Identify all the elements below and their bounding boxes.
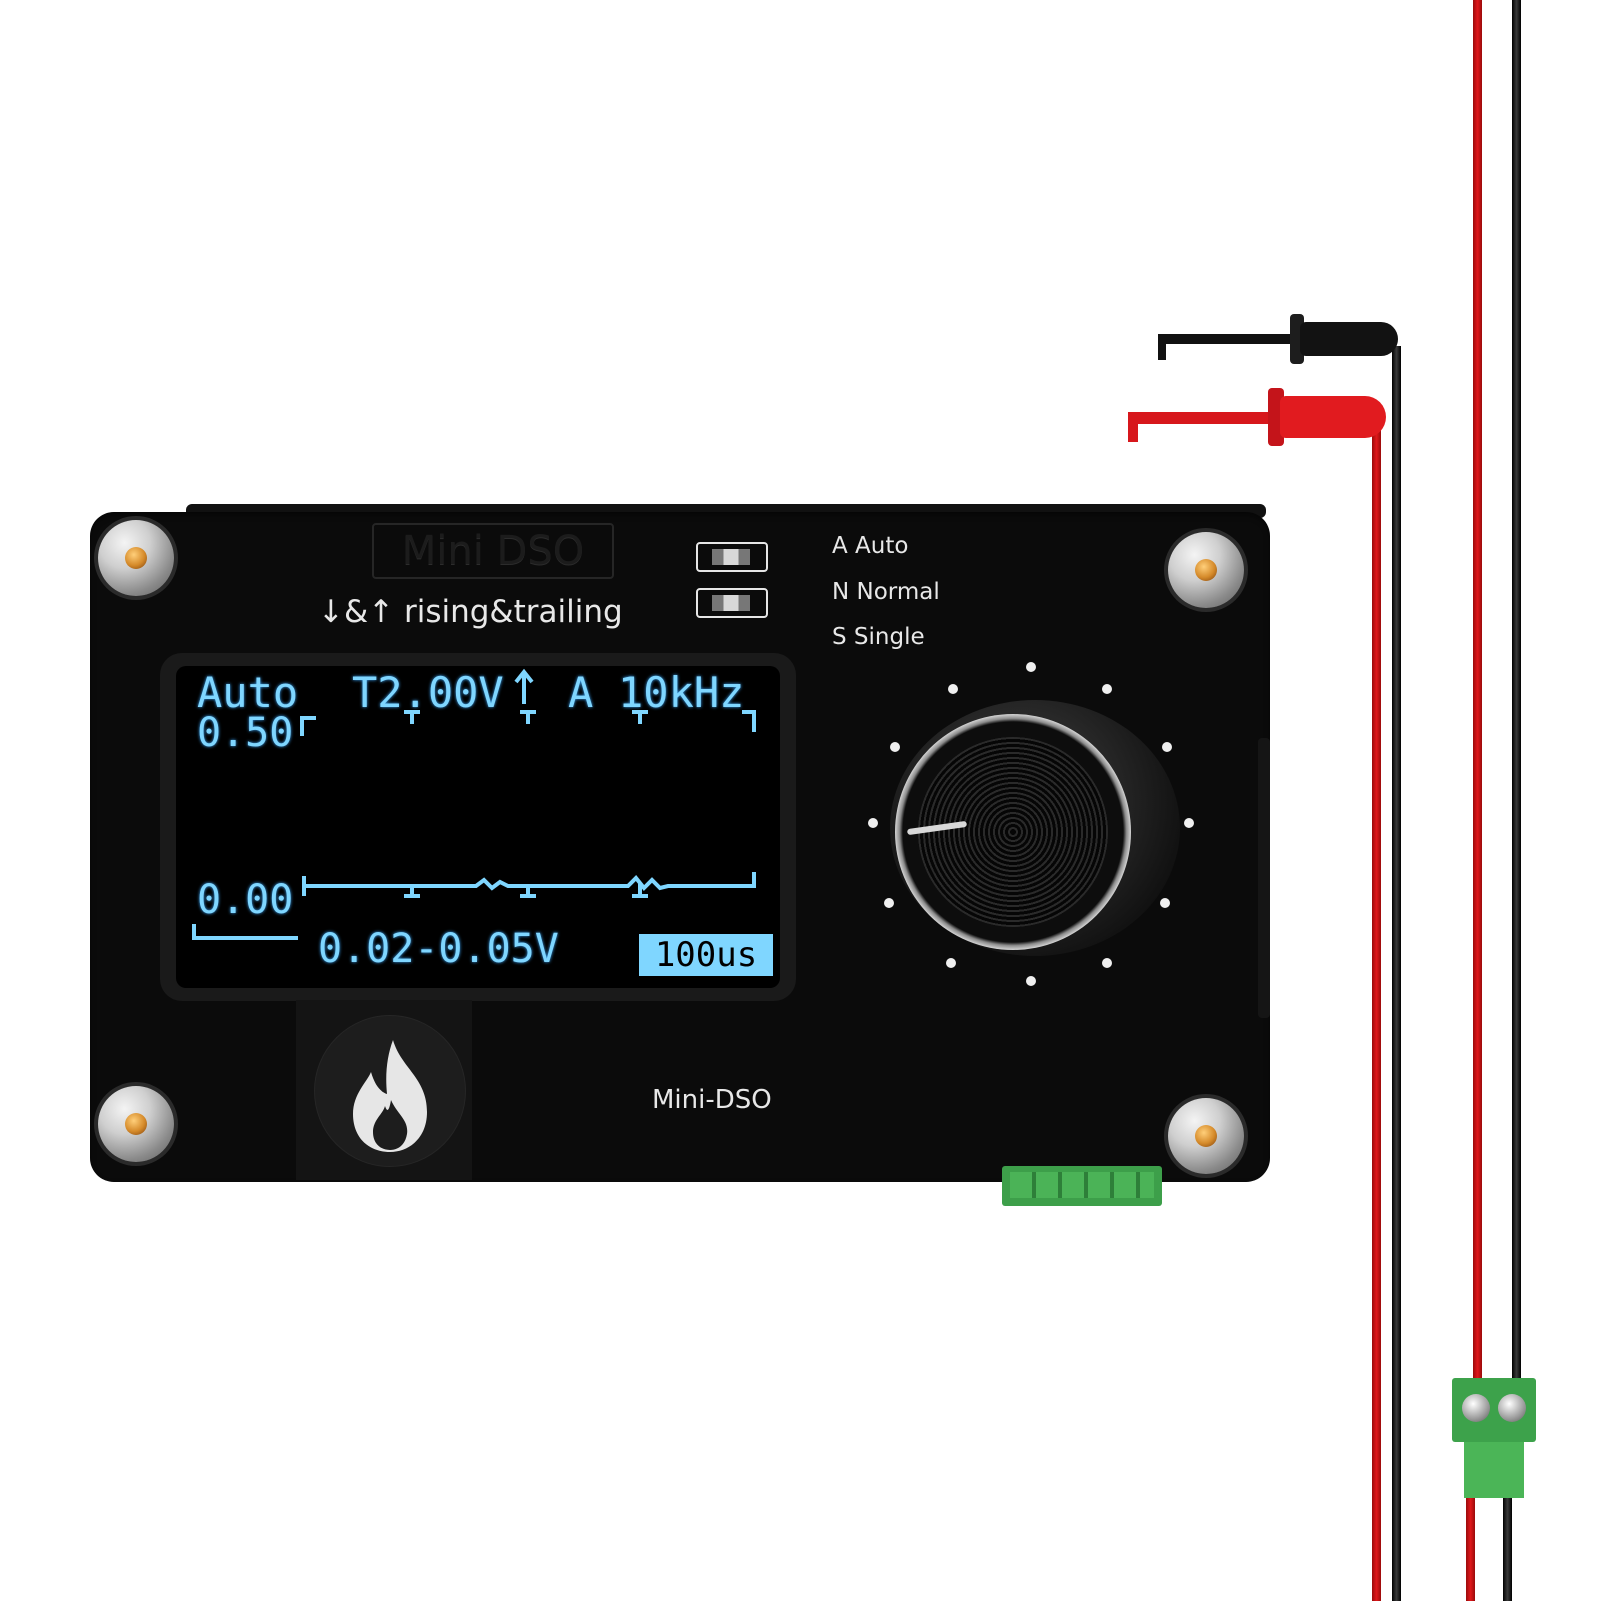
knob-scale-dot (1102, 958, 1112, 968)
terminal-screw-icon (1462, 1394, 1490, 1422)
status-led (696, 542, 768, 572)
baseline-tick (404, 884, 420, 898)
terminal-screw-icon (1498, 1394, 1526, 1422)
screw-icon (98, 520, 174, 596)
grid-tick (632, 710, 648, 724)
knob-scale-dot (1102, 684, 1112, 694)
screen-mode: Auto (197, 668, 299, 717)
knob-scale-dot (1026, 976, 1036, 986)
engraved-logo: Mini DSO (372, 523, 614, 579)
flame-icon (353, 1040, 427, 1152)
screw-icon (1168, 1098, 1244, 1174)
waveform-trace (302, 872, 756, 896)
grid-tick (404, 710, 420, 724)
screen-voltage-range: 0.02-0.05V (318, 926, 559, 972)
brand-label: Mini-DSO (652, 1085, 772, 1115)
red-wire-long-lower (1466, 1496, 1475, 1601)
device-input-terminal[interactable] (1002, 1166, 1162, 1206)
red-probe-wire (1372, 420, 1381, 1601)
black-probe-hook (1158, 334, 1290, 344)
red-probe-hook (1128, 412, 1268, 424)
rotary-knob[interactable] (918, 737, 1108, 927)
screen-trigger-level: T2.00V (352, 668, 504, 717)
screen-timebase: 100us (639, 934, 773, 976)
mode-label-single: S Single (832, 624, 925, 650)
baseline-tick (632, 884, 648, 898)
mode-label-normal: N Normal (832, 579, 940, 605)
grid-corner-top-right (742, 710, 756, 732)
grid-tick (520, 710, 536, 724)
knob-scale-dot (948, 684, 958, 694)
knob-scale-dot (1160, 898, 1170, 908)
wire-terminal-block[interactable] (1452, 1378, 1536, 1498)
knob-scale-dot (1184, 818, 1194, 828)
status-led (696, 588, 768, 618)
screen-channel: A (568, 668, 594, 717)
screen-frequency: 10kHz (618, 668, 745, 717)
black-wire-long-lower (1503, 1496, 1512, 1601)
screw-icon (98, 1086, 174, 1162)
screw-icon (1168, 532, 1244, 608)
terminal-block-plug (1464, 1442, 1524, 1498)
trigger-caption: ↓&↑ rising&trailing (318, 594, 623, 630)
screen-zero-level: 0.00 (197, 877, 294, 923)
black-probe-clip-icon[interactable] (1300, 322, 1398, 356)
mode-label-auto: A Auto (832, 533, 909, 559)
grid-corner-bottom-left (192, 924, 298, 940)
black-probe-wire (1392, 346, 1401, 1601)
knob-scale-dot (868, 818, 878, 828)
red-wire-long (1473, 0, 1482, 1380)
knob-scale-dot (1162, 742, 1172, 752)
device-right-edge (1258, 738, 1270, 1018)
knob-scale-dot (890, 742, 900, 752)
red-probe-hook-tip (1128, 412, 1138, 442)
black-probe-hook-tip (1158, 334, 1166, 360)
terminal-block-body (1452, 1378, 1536, 1442)
screen-vdiv: 0.50 (197, 710, 294, 756)
knob-scale-dot (946, 958, 956, 968)
trigger-arrow-icon (514, 668, 534, 704)
knob-scale-dot (884, 898, 894, 908)
flame-badge (314, 1015, 466, 1167)
red-probe-clip-icon[interactable] (1280, 396, 1386, 438)
baseline-tick (520, 884, 536, 898)
knob-scale-dot (1026, 662, 1036, 672)
grid-corner-top-left (300, 716, 316, 736)
oled-graphics (192, 668, 756, 940)
black-wire-long (1512, 0, 1521, 1380)
